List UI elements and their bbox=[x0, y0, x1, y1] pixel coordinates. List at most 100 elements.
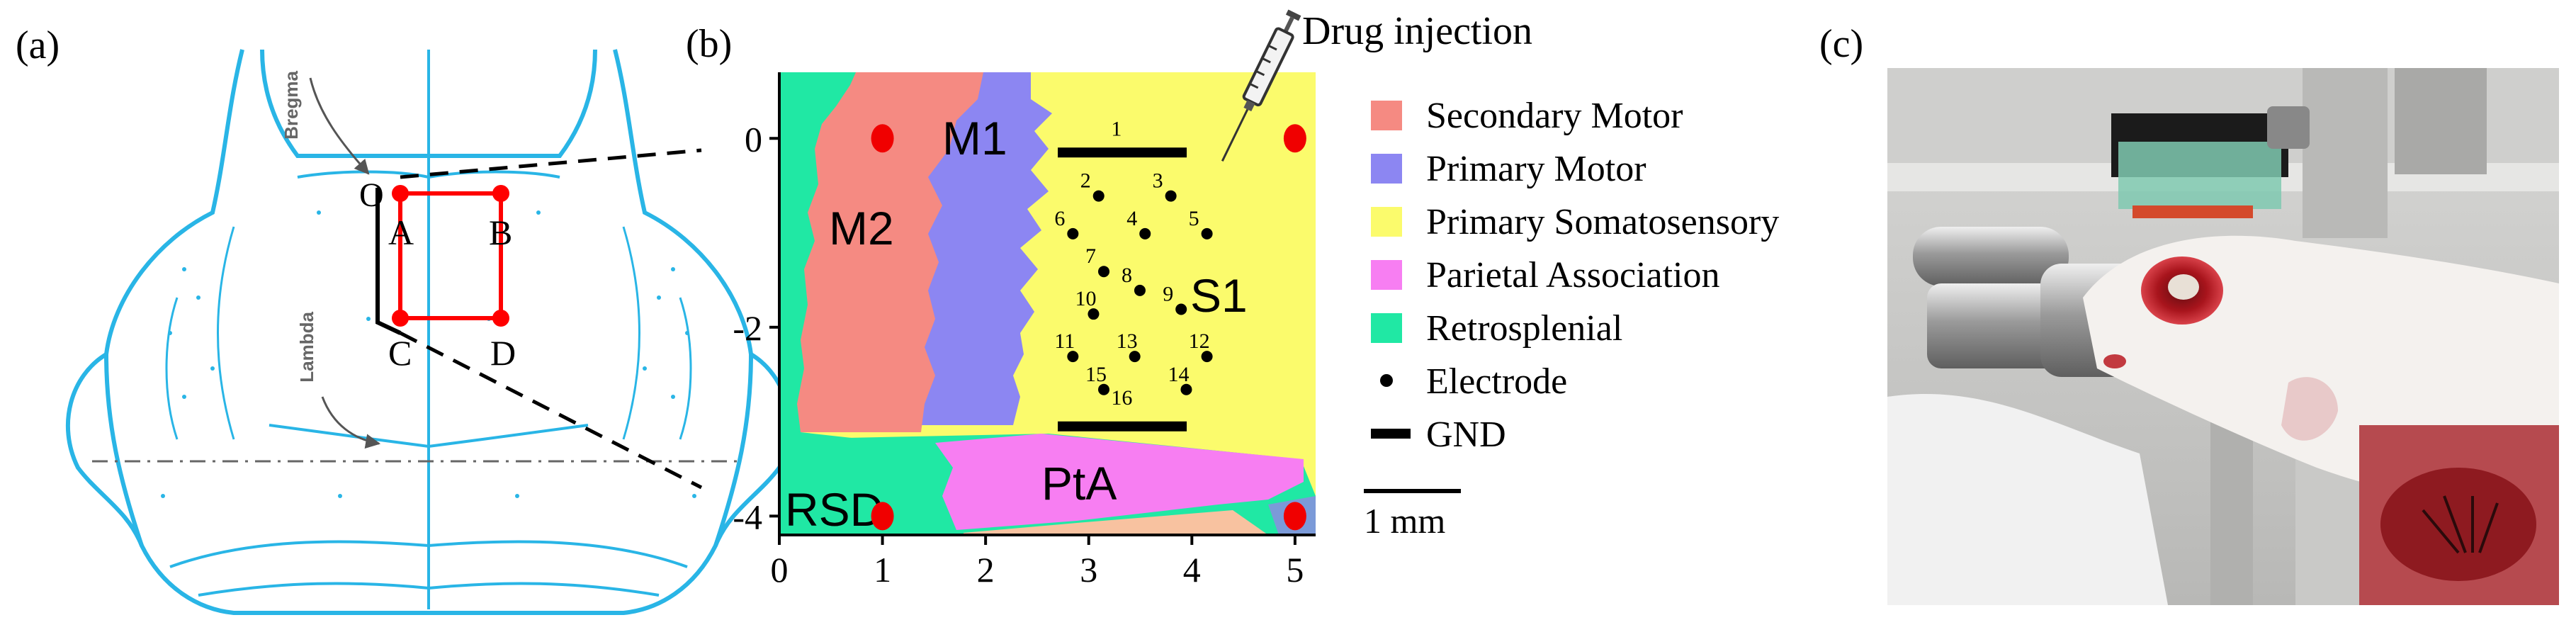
gnd-bars bbox=[1058, 147, 1187, 432]
inset-wound bbox=[2380, 468, 2536, 581]
legend-swatch bbox=[1371, 260, 1402, 290]
region-secondary-motor bbox=[779, 72, 983, 432]
legend-label: Primary Somatosensory bbox=[1426, 202, 1779, 242]
panel-c: (c) bbox=[1819, 22, 2559, 605]
legend-dot bbox=[1380, 374, 1393, 387]
screw-layer bbox=[871, 124, 1306, 531]
corner-a-label: A bbox=[388, 213, 414, 252]
lambda-arrow bbox=[321, 396, 381, 449]
legend-swatch bbox=[1371, 101, 1402, 130]
electrode-dot bbox=[1098, 266, 1110, 278]
photo-manipulator bbox=[2395, 68, 2487, 174]
corner-c-marker bbox=[392, 310, 409, 327]
photo-rat-ear bbox=[2281, 377, 2338, 441]
skull-illustration bbox=[65, 49, 792, 615]
electrode-dot bbox=[1067, 351, 1079, 363]
legend-label: Secondary Motor bbox=[1426, 96, 1683, 136]
texture-line bbox=[679, 297, 692, 440]
screw-marker bbox=[871, 502, 894, 531]
electrode-dot bbox=[1088, 308, 1100, 320]
legend-label: Primary Motor bbox=[1426, 149, 1646, 189]
photo-electrode-board bbox=[2118, 142, 2281, 209]
y-ticks: 0-2-4 bbox=[733, 119, 779, 536]
bregma-label: Bregma bbox=[281, 70, 302, 139]
electrode-label: 11 bbox=[1054, 329, 1075, 353]
label-m2: M2 bbox=[829, 202, 894, 254]
label-m1: M1 bbox=[942, 112, 1007, 164]
electrode-label: 13 bbox=[1117, 329, 1138, 353]
region-extra-orange bbox=[964, 510, 1268, 535]
origin-bracket bbox=[375, 188, 402, 335]
photo-electrode-tip bbox=[2132, 205, 2253, 218]
zoom-line-top bbox=[400, 148, 702, 179]
region-retrosplenial bbox=[779, 72, 928, 535]
origin-label: O bbox=[359, 176, 384, 214]
lambda-label: Lambda bbox=[296, 311, 317, 382]
setup-photo bbox=[1887, 68, 2559, 605]
y-tick-label: -4 bbox=[733, 497, 762, 536]
electrode-dot bbox=[1067, 227, 1079, 239]
legend-label: GND bbox=[1426, 415, 1506, 455]
corner-d-label: D bbox=[490, 333, 516, 373]
electrode-label: 10 bbox=[1075, 287, 1096, 310]
corner-b-marker bbox=[492, 185, 509, 202]
coronal-suture bbox=[297, 170, 560, 179]
inset-electrodes bbox=[2422, 495, 2499, 554]
label-pta: PtA bbox=[1041, 457, 1117, 509]
texture-line bbox=[165, 297, 179, 440]
electrode-dot bbox=[1098, 383, 1110, 395]
panel-label-c: (c) bbox=[1819, 22, 1863, 66]
corner-c-label: C bbox=[388, 333, 412, 373]
photo-skull-window bbox=[2168, 274, 2199, 300]
electrode-label: 2 bbox=[1080, 169, 1091, 193]
occipital-ridge bbox=[169, 540, 688, 568]
region-map: M2 M1 S1 PtA RSD bbox=[779, 72, 1316, 535]
drug-injection-label: Drug injection bbox=[1302, 9, 1532, 53]
electrode-label: 5 bbox=[1189, 207, 1199, 230]
legend-swatch bbox=[1371, 313, 1402, 343]
x-tick-label: 1 bbox=[874, 550, 891, 590]
panel-label-a: (a) bbox=[16, 23, 60, 67]
electrode-dot bbox=[1201, 351, 1213, 363]
lambdoid-suture bbox=[269, 424, 589, 449]
region-parietal-association bbox=[935, 434, 1304, 530]
legend-swatch bbox=[1371, 154, 1402, 184]
x-tick-label: 2 bbox=[977, 550, 995, 590]
electrode-label: 12 bbox=[1189, 329, 1210, 353]
screw-marker bbox=[1283, 124, 1306, 153]
x-tick-label: 0 bbox=[771, 550, 789, 590]
photo-rat-eye bbox=[2103, 354, 2126, 368]
x-tick-label: 3 bbox=[1080, 550, 1097, 590]
electrode-dot bbox=[1180, 383, 1192, 395]
scale-bar-label: 1 mm bbox=[1364, 501, 1445, 541]
left-zygomatic bbox=[65, 352, 144, 547]
electrode-label: 1 bbox=[1111, 117, 1122, 140]
electrode-label: 6 bbox=[1054, 207, 1065, 230]
texture-line bbox=[217, 226, 235, 440]
bregma-arrow bbox=[309, 77, 370, 175]
electrode-label: 14 bbox=[1168, 363, 1189, 386]
electrode-label: 9 bbox=[1163, 283, 1173, 306]
electrode-label: 8 bbox=[1122, 264, 1132, 287]
legend-label: Parietal Association bbox=[1426, 255, 1719, 295]
legend-label: Electrode bbox=[1426, 361, 1567, 402]
electrode-dot bbox=[1092, 190, 1105, 202]
electrode-label: 4 bbox=[1126, 207, 1137, 230]
electrode-label: 15 bbox=[1085, 363, 1107, 386]
electrode-label: 7 bbox=[1085, 244, 1096, 268]
texture-line bbox=[622, 226, 640, 440]
photo-knob bbox=[2267, 106, 2310, 149]
panel-a: (a) bbox=[16, 23, 792, 615]
zoom-line-bottom bbox=[399, 331, 703, 490]
electrode-dot bbox=[1139, 227, 1151, 239]
syringe-icon bbox=[1221, 9, 1301, 162]
legend-label: Retrosplenial bbox=[1426, 308, 1622, 349]
electrode-dot bbox=[1165, 190, 1177, 202]
photo-ear-bar bbox=[1913, 227, 2069, 286]
skull-outline bbox=[103, 49, 754, 615]
